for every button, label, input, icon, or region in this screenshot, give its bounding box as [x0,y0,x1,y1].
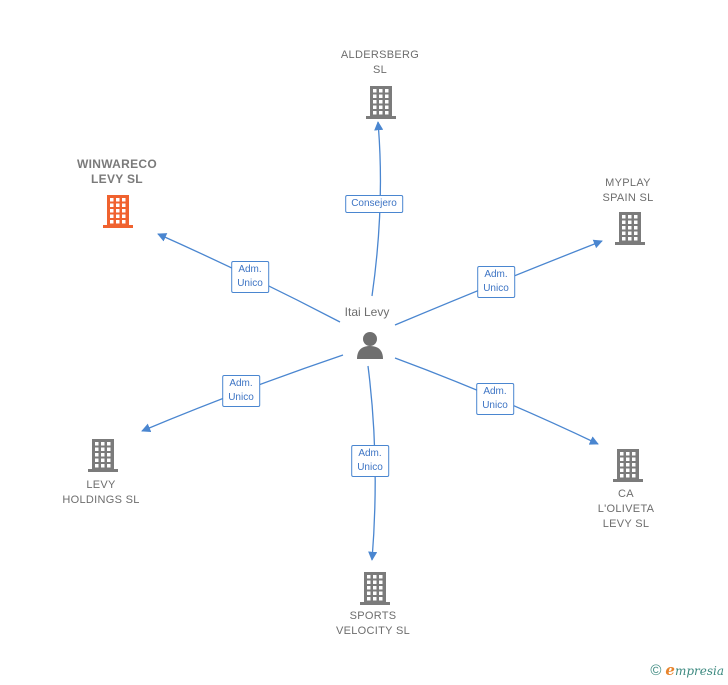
building-icon-winwareco[interactable] [101,193,135,234]
company-name-line: SPAIN SL [602,192,654,204]
company-name-line: SPORTS [349,610,397,622]
building-icon-myplay[interactable] [613,210,647,251]
role-label-line: Adm. [483,386,507,397]
company-name-ca-loliveta[interactable]: CA L'OLIVETA LEVY SL [598,487,655,532]
role-label-line: Adm. [238,264,262,275]
company-name-line: HOLDINGS SL [62,494,140,506]
role-label-line: Consejero [351,198,397,209]
company-name-line: CA [618,488,634,500]
building-icon-sports-velocity[interactable] [358,570,392,611]
company-name-line: WINWARECO [76,157,158,171]
role-label-myplay[interactable]: Adm. Unico [477,266,515,298]
building-icon-aldersberg[interactable] [364,84,398,125]
role-label-line: Unico [357,462,383,473]
person-icon[interactable] [355,330,385,365]
role-label-line: Unico [228,392,254,403]
company-name-aldersberg[interactable]: ALDERSBERG SL [341,48,419,78]
company-name-line: LEVY SL [602,518,650,530]
company-name-line: L'OLIVETA [597,503,655,515]
role-label-line: Adm. [358,448,382,459]
company-name-line: LEVY SL [91,172,143,186]
role-label-aldersberg[interactable]: Consejero [345,195,403,213]
company-name-line: ALDERSBERG [340,49,420,61]
role-label-line: Unico [482,400,508,411]
role-label-line: Unico [237,278,263,289]
role-label-line: Unico [483,283,509,294]
copyright-symbol: © [650,661,662,679]
building-icon-levy-holdings[interactable] [86,437,120,478]
brand-logo: empresia [665,661,724,679]
company-name-line: VELOCITY SL [335,625,411,637]
company-name-myplay[interactable]: MYPLAY SPAIN SL [602,176,653,206]
company-name-levy-holdings[interactable]: LEVY HOLDINGS SL [62,478,139,508]
company-name-line: LEVY [86,479,116,491]
company-name-sports-velocity[interactable]: SPORTS VELOCITY SL [336,609,410,639]
role-label-line: Adm. [484,269,508,280]
footer-brand: © empresia [650,661,724,679]
company-name-line: SL [372,64,388,76]
role-label-ca-loliveta[interactable]: Adm. Unico [476,383,514,415]
building-icon-ca-loliveta[interactable] [611,447,645,488]
company-name-line: MYPLAY [605,177,651,189]
role-label-line: Adm. [229,378,253,389]
center-person-name: Itai Levy [344,305,390,319]
role-label-sports-velocity[interactable]: Adm. Unico [351,445,389,477]
role-label-levy-holdings[interactable]: Adm. Unico [222,375,260,407]
role-label-winwareco[interactable]: Adm. Unico [231,261,269,293]
